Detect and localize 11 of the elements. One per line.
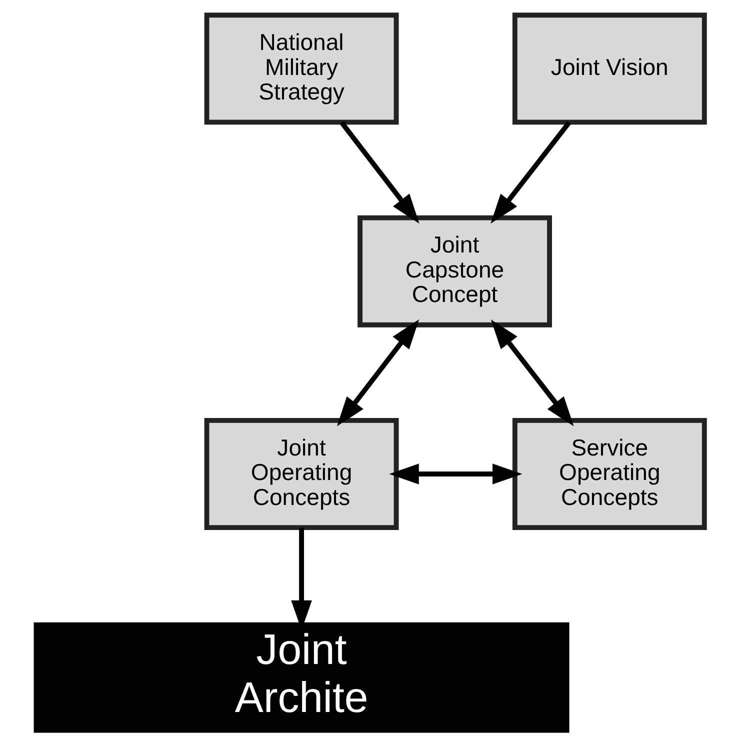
arrow (389, 464, 522, 484)
node-box: Joint Archite (34, 622, 570, 733)
node-box: Joint Vision (512, 12, 707, 125)
node-box: National Military Strategy (204, 12, 399, 125)
arrow (336, 319, 420, 426)
node-box: Joint Capstone Concept (358, 215, 552, 328)
arrow (490, 319, 574, 426)
arrow (490, 121, 571, 224)
arrow (340, 121, 420, 224)
node-box: Joint Operating Concepts (204, 418, 399, 530)
node-box: Service Operating Concepts (512, 418, 707, 530)
